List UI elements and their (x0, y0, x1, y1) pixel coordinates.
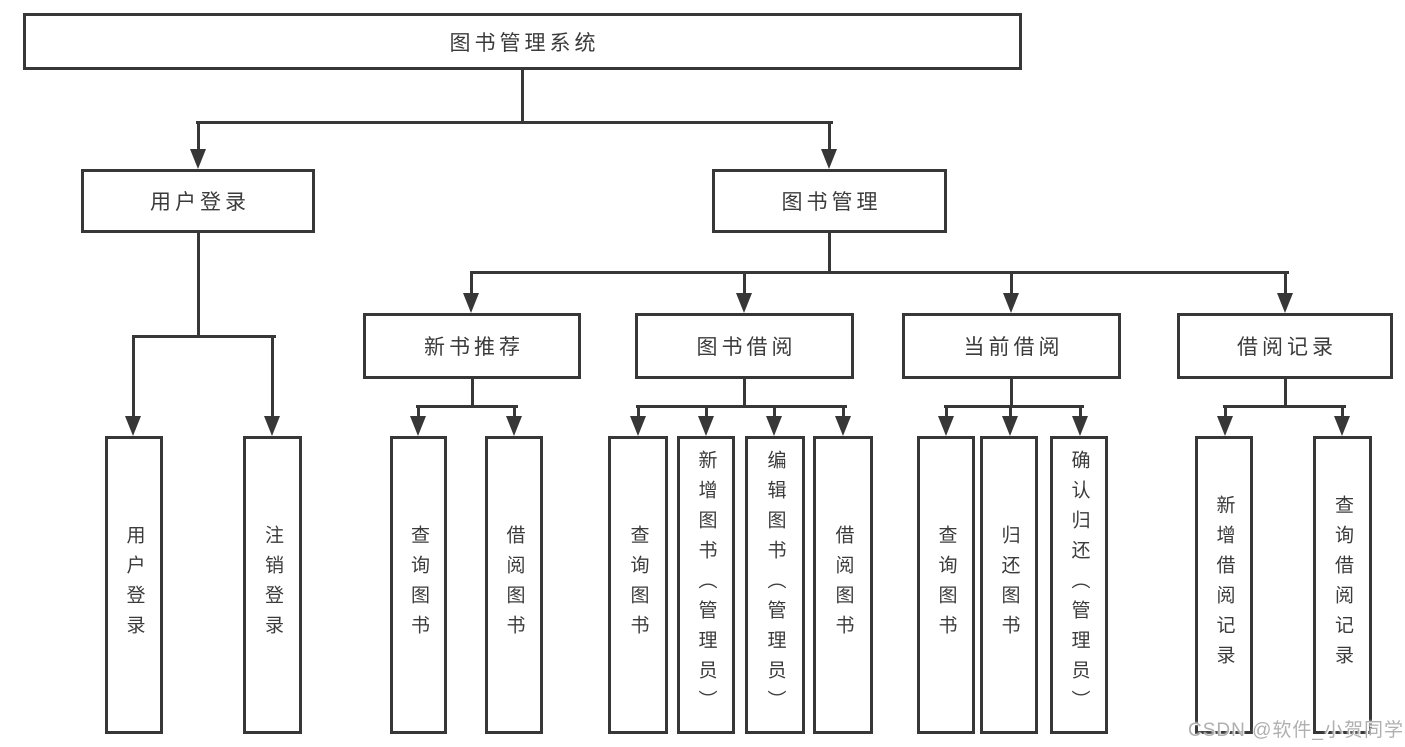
arrow-down-icon (125, 416, 141, 436)
leaf-add-borrow-record: 新增借阅记录 (1195, 436, 1253, 734)
leaf-user-login: 用户登录 (105, 436, 163, 734)
leaf-edit-books-admin: 编辑图书（管理员） (745, 436, 805, 734)
connector-line (943, 405, 1084, 408)
leaf-add-books-admin: 新增图书（管理员） (677, 436, 735, 734)
node-current-borrow: 当前借阅 (902, 313, 1121, 379)
connector-line (469, 271, 473, 297)
connector-line (1283, 379, 1287, 408)
connector-line (196, 233, 200, 338)
connector-line (195, 121, 833, 124)
node-label: 新书推荐 (424, 336, 524, 359)
connector-line (1009, 271, 1013, 297)
node-book-management: 图书管理 (712, 169, 947, 233)
node-label: 归还图书 (998, 525, 1020, 645)
node-label: 查询图书 (627, 525, 649, 645)
connector-line (469, 271, 1289, 274)
arrow-down-icon (1277, 293, 1293, 313)
node-label: 编辑图书（管理员） (764, 450, 786, 720)
connector-line (772, 405, 776, 420)
leaf-borrow-books-1: 借阅图书 (485, 436, 543, 734)
connector-line (415, 405, 518, 408)
connector-line (1009, 379, 1013, 408)
connector-line (636, 405, 640, 420)
node-user-login: 用户登录 (81, 169, 315, 233)
connector-line (512, 405, 516, 420)
arrow-down-icon (1072, 416, 1088, 436)
leaf-logout: 注销登录 (243, 436, 302, 734)
csdn-watermark: CSDN @软件_小贺同学 (1188, 720, 1404, 741)
node-label: 注销登录 (262, 525, 283, 645)
node-label: 借阅图书 (503, 525, 525, 645)
node-label: 当前借阅 (963, 336, 1064, 359)
connector-line (1008, 405, 1012, 420)
connector-line (827, 233, 831, 274)
node-new-book-recommend: 新书推荐 (363, 313, 581, 379)
node-label: 图书管理系统 (449, 31, 600, 55)
connector-line (270, 335, 274, 420)
arrow-down-icon (506, 416, 522, 436)
leaf-query-books-1: 查询图书 (390, 436, 447, 734)
arrow-down-icon (821, 149, 837, 169)
arrow-down-icon (630, 416, 646, 436)
node-label: 查询图书 (935, 525, 957, 645)
connector-line (196, 121, 200, 153)
connector-line (1283, 271, 1287, 297)
leaf-borrow-books-2: 借阅图书 (813, 436, 873, 734)
node-borrow-records: 借阅记录 (1177, 313, 1393, 379)
node-label: 确认归还（管理员） (1068, 450, 1090, 720)
arrow-down-icon (766, 416, 782, 436)
connector-line (1340, 405, 1344, 420)
arrow-down-icon (463, 293, 479, 313)
node-label: 图书管理 (781, 191, 882, 214)
arrow-down-icon (938, 416, 954, 436)
connector-line (131, 335, 135, 420)
node-book-borrow: 图书借阅 (635, 313, 854, 379)
node-label: 新增图书（管理员） (695, 450, 717, 720)
arrow-down-icon (1217, 416, 1233, 436)
arrow-down-icon (264, 416, 280, 436)
arrow-down-icon (1003, 293, 1019, 313)
arrow-down-icon (410, 416, 426, 436)
node-label: 图书借阅 (696, 336, 797, 359)
leaf-confirm-return-admin: 确认归还（管理员） (1050, 436, 1108, 734)
node-library-management-system: 图书管理系统 (23, 13, 1022, 70)
connector-line (1078, 405, 1082, 420)
arrow-down-icon (736, 293, 752, 313)
connector-line (131, 335, 276, 338)
arrow-down-icon (1002, 416, 1018, 436)
connector-line (520, 70, 524, 124)
connector-line (827, 121, 831, 153)
node-label: 借阅记录 (1237, 336, 1337, 359)
arrow-down-icon (190, 149, 206, 169)
leaf-return-books: 归还图书 (980, 436, 1038, 734)
arrow-down-icon (698, 416, 714, 436)
connector-line (841, 405, 845, 420)
connector-line (635, 405, 847, 408)
arrow-down-icon (1334, 416, 1350, 436)
leaf-query-borrow-record: 查询借阅记录 (1313, 436, 1372, 734)
connector-line (1223, 405, 1227, 420)
leaf-query-books-2: 查询图书 (608, 436, 668, 734)
node-label: 新增借阅记录 (1213, 495, 1235, 675)
connector-line (1222, 405, 1346, 408)
connector-line (704, 405, 708, 420)
node-label: 用户登录 (123, 525, 145, 645)
connector-line (944, 405, 948, 420)
arrow-down-icon (835, 416, 851, 436)
node-label: 查询借阅记录 (1332, 495, 1353, 675)
node-label: 查询图书 (408, 525, 429, 645)
connector-line (742, 379, 746, 408)
connector-line (742, 271, 746, 297)
connector-line (470, 379, 474, 408)
connector-line (416, 405, 420, 420)
node-label: 借阅图书 (832, 525, 854, 645)
node-label: 用户登录 (150, 191, 250, 214)
leaf-query-books-3: 查询图书 (917, 436, 975, 734)
